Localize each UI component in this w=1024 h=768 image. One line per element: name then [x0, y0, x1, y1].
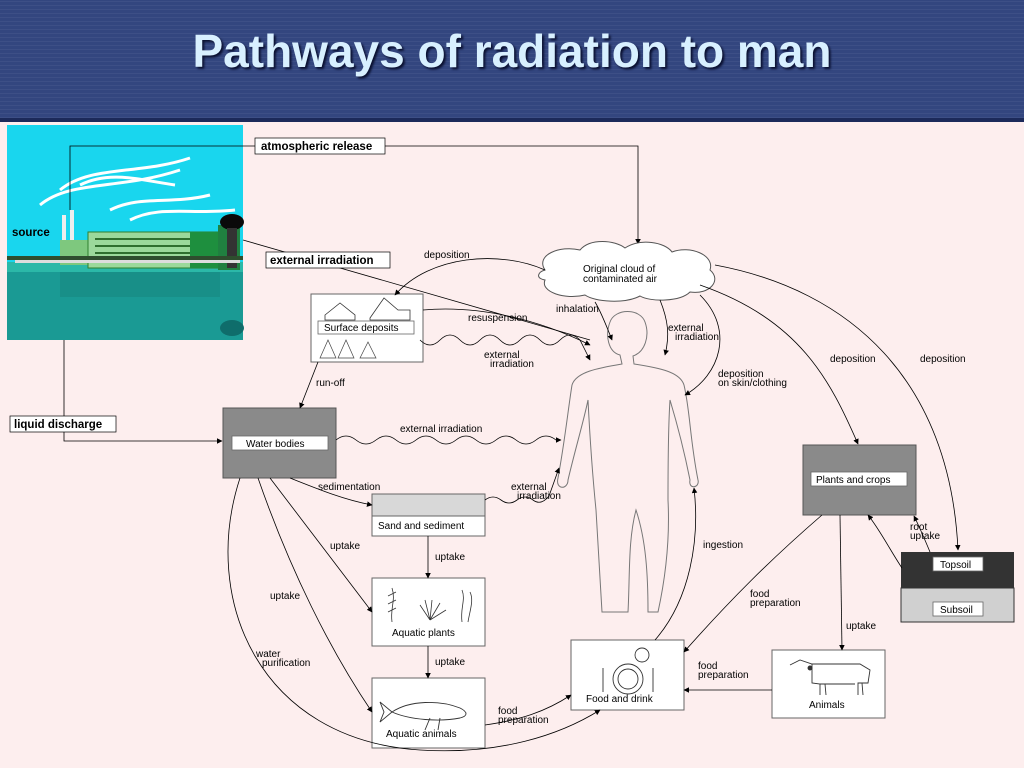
label-deposition-cloud: deposition [424, 250, 470, 261]
sand-sediment-label: Sand and sediment [378, 521, 464, 532]
cow-icon [789, 659, 871, 696]
source-label: source [12, 227, 50, 239]
label-dep-skin-1: deposition [718, 369, 764, 380]
edge-water-purification [227, 477, 601, 752]
cloud-node [538, 241, 716, 302]
label-food-prep-aquatic-1: food [498, 706, 517, 717]
page-title: Pathways of radiation to man [192, 25, 832, 77]
edge-deposition-plants [699, 284, 859, 445]
edge-resuspension [422, 308, 591, 346]
label-food-prep-animals-2: preparation [698, 670, 749, 681]
label-deposition-plants: deposition [830, 354, 876, 365]
edge-sedimentation [289, 477, 373, 507]
external-irradiation-label: external irradiation [270, 255, 374, 267]
title-bar: Pathways of radiation to man [0, 0, 1024, 118]
liquid-discharge-line [63, 340, 223, 444]
houses-icon [324, 297, 411, 321]
food-drink-label: Food and drink [586, 694, 654, 705]
label-uptake-left: uptake [270, 591, 300, 602]
fish-icon [379, 701, 467, 731]
label-uptake-animals: uptake [846, 621, 876, 632]
label-ext-irr-surface-1: external [484, 350, 520, 361]
edge-root-uptake-2 [913, 515, 931, 553]
edge-root-uptake [867, 514, 903, 569]
label-run-off: run-off [316, 378, 345, 389]
edge-labels: deposition resuspension inhalation exter… [255, 250, 966, 726]
label-food-prep-animals-1: food [698, 661, 717, 672]
label-food-prep-aquatic-2: preparation [498, 715, 549, 726]
atmospheric-release-label: atmospheric release [261, 141, 372, 153]
food-drink-node [570, 639, 685, 711]
water-bodies-label: Water bodies [246, 439, 305, 450]
aquatic-animals-label: Aquatic animals [386, 729, 457, 740]
label-water-purif-1: water [255, 649, 281, 660]
food-plate-icon [602, 647, 654, 695]
label-resuspension: resuspension [468, 313, 527, 324]
edge-water-external [335, 435, 562, 445]
label-uptake-plants: uptake [435, 657, 465, 668]
label-water-purif-2: purification [262, 658, 310, 669]
label-ext-irr-surface-2: irradiation [490, 359, 534, 370]
label-uptake-sand: uptake [435, 552, 465, 563]
label-ingestion: ingestion [703, 540, 743, 551]
label-inhalation: inhalation [556, 304, 599, 315]
label-ext-irr-cloud-2: irradiation [675, 332, 719, 343]
label-ext-irr-sand-2: irradiation [517, 491, 561, 502]
topsoil-label: Topsoil [940, 560, 971, 571]
edge-food-prep-aquatic [484, 694, 572, 726]
trees-icon [319, 339, 377, 359]
edge-food-prep-crops [683, 514, 823, 653]
power-plant-illustration [7, 125, 244, 340]
label-uptake-water: uptake [330, 541, 360, 552]
edge-cloud-external [659, 299, 669, 356]
aquatic-plants-label: Aquatic plants [392, 628, 455, 639]
label-ext-irr-cloud-1: external [668, 323, 704, 334]
edge-uptake-left [257, 477, 373, 713]
aquatic-plants-node [371, 577, 486, 647]
external-irradiation-box [265, 251, 391, 269]
human-figure [557, 311, 699, 613]
label-deposition-soil: deposition [920, 354, 966, 365]
atmospheric-release-line-left [69, 145, 255, 210]
edge-surface-external [419, 334, 591, 361]
edge-ingestion [654, 487, 698, 641]
atmospheric-release-arrow [385, 145, 641, 245]
label-sedimentation: sedimentation [318, 482, 380, 493]
cloud-label-line1: Original cloud of [583, 264, 655, 275]
label-root-uptake-1: root [910, 522, 927, 533]
edge-deposition-skin [684, 294, 721, 396]
edge-uptake-animals [839, 514, 845, 651]
label-dep-skin-2: on skin/clothing [718, 378, 787, 389]
liquid-discharge-box [9, 415, 117, 433]
cloud-label-line2: contaminated air [583, 274, 658, 285]
edge-deposition-soil [714, 264, 961, 551]
edge-uptake-water [269, 477, 373, 613]
edge-sand-external [484, 467, 560, 504]
edge-inhalation [594, 301, 613, 341]
edge-deposition-cloud [394, 258, 546, 296]
label-root-uptake-2: uptake [910, 531, 940, 542]
surface-deposits-label: Surface deposits [324, 323, 399, 334]
pathway-edges [227, 258, 961, 752]
label-food-prep-crops-2: preparation [750, 598, 801, 609]
title-divider [0, 118, 1024, 122]
label-ext-irr-sand-1: external [511, 482, 547, 493]
subsoil-label: Subsoil [940, 605, 973, 616]
label-ext-irr-water: external irradiation [400, 424, 482, 435]
aquatic-plants-icon [387, 587, 473, 623]
plants-crops-label: Plants and crops [816, 475, 891, 486]
edge-run-off [299, 361, 319, 409]
animals-label: Animals [809, 700, 845, 711]
liquid-discharge-label: liquid discharge [14, 419, 102, 431]
label-food-prep-crops-1: food [750, 589, 769, 600]
